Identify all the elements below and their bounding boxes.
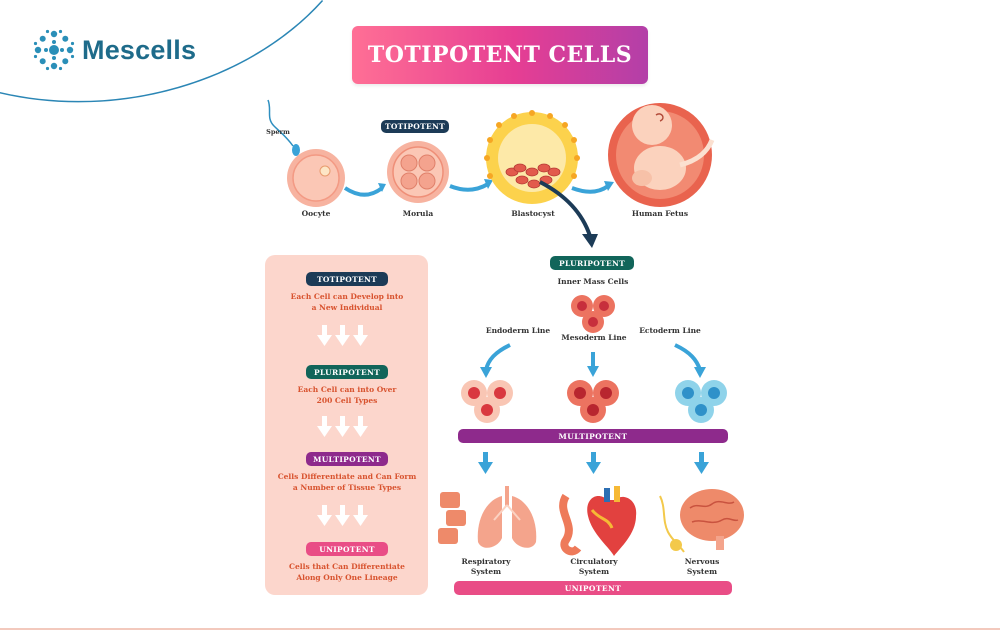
legend-tag-multipotent: MULTIPOTENT [306,452,388,466]
endoderm-cells-icon [461,380,513,423]
legend-panel [265,255,428,595]
down-arrow-icon [335,505,350,526]
lungs-icon [438,486,537,548]
sperm-label: Sperm [266,128,290,136]
multipotent-bar: MULTIPOTENT [458,429,728,443]
unipotent-bar: UNIPOTENT [454,581,732,595]
pluripotent-tag: PLURIPOTENT [550,256,634,270]
legend-desc-unipotent: Cells that Can Differentiate Along Only … [289,562,405,582]
down-arrow-icon [335,325,350,346]
blastocyst-icon [484,110,580,204]
down-arrow-icon [317,505,332,526]
down-arrow-icon [317,325,332,346]
arrow-icon [343,186,384,197]
brand-name: Mescells [82,35,197,65]
arrow-icon [571,184,610,194]
arrow-icon [694,452,709,474]
arrow-icon [478,452,493,474]
down-arrow-icon [353,416,368,437]
ectoderm-cells-icon [675,380,727,423]
legend-desc-pluripotent: Each Cell can into Over 200 Cell Types [297,385,397,405]
legend-tag-totipotent: TOTIPOTENT [306,272,388,286]
mescells-logo-icon [33,29,75,71]
arrow-icon [449,182,490,192]
stage-label-fetus: Human Fetus [631,209,689,218]
legend-tag-pluripotent: PLURIPOTENT [306,365,388,379]
stage-label-morula: Morula [402,209,434,218]
totipotent-tag: TOTIPOTENT [381,120,449,133]
arrow-icon [539,180,592,237]
down-arrow-icon [353,505,368,526]
mesoderm-label: Mesoderm Line [561,333,627,342]
legend-desc-totipotent: Each Cell can Develop into a New Individ… [290,292,404,312]
sperm-icon [267,99,300,156]
ectoderm-label: Ectoderm Line [639,326,701,335]
fetus-icon [608,103,715,207]
mesoderm-cells-icon [567,380,619,423]
endoderm-label: Endoderm Line [485,326,551,335]
heart-icon [559,486,637,556]
arrow-icon [484,343,511,371]
oocyte-icon [287,149,345,207]
inner-mass-cells-icon [571,295,615,333]
page-title: TOTIPOTENT CELLS [367,42,633,68]
brain-icon [659,489,744,553]
down-arrow-icon [353,325,368,346]
arrow-icon [586,452,601,474]
stage-label-oocyte: Oocyte [301,209,331,218]
title-banner: TOTIPOTENT CELLS [352,26,648,84]
legend-desc-multipotent: Cells Differentiate and Can Form a Numbe… [277,472,417,492]
morula-icon [387,141,449,203]
down-arrow-icon [335,416,350,437]
stage-label-blastocyst: Blastocyst [511,209,555,218]
down-arrow-icon [317,416,332,437]
legend-tag-unipotent: UNIPOTENT [306,542,388,556]
arrow-icon [674,343,702,371]
inner-mass-label: Inner Mass Cells [557,277,629,286]
